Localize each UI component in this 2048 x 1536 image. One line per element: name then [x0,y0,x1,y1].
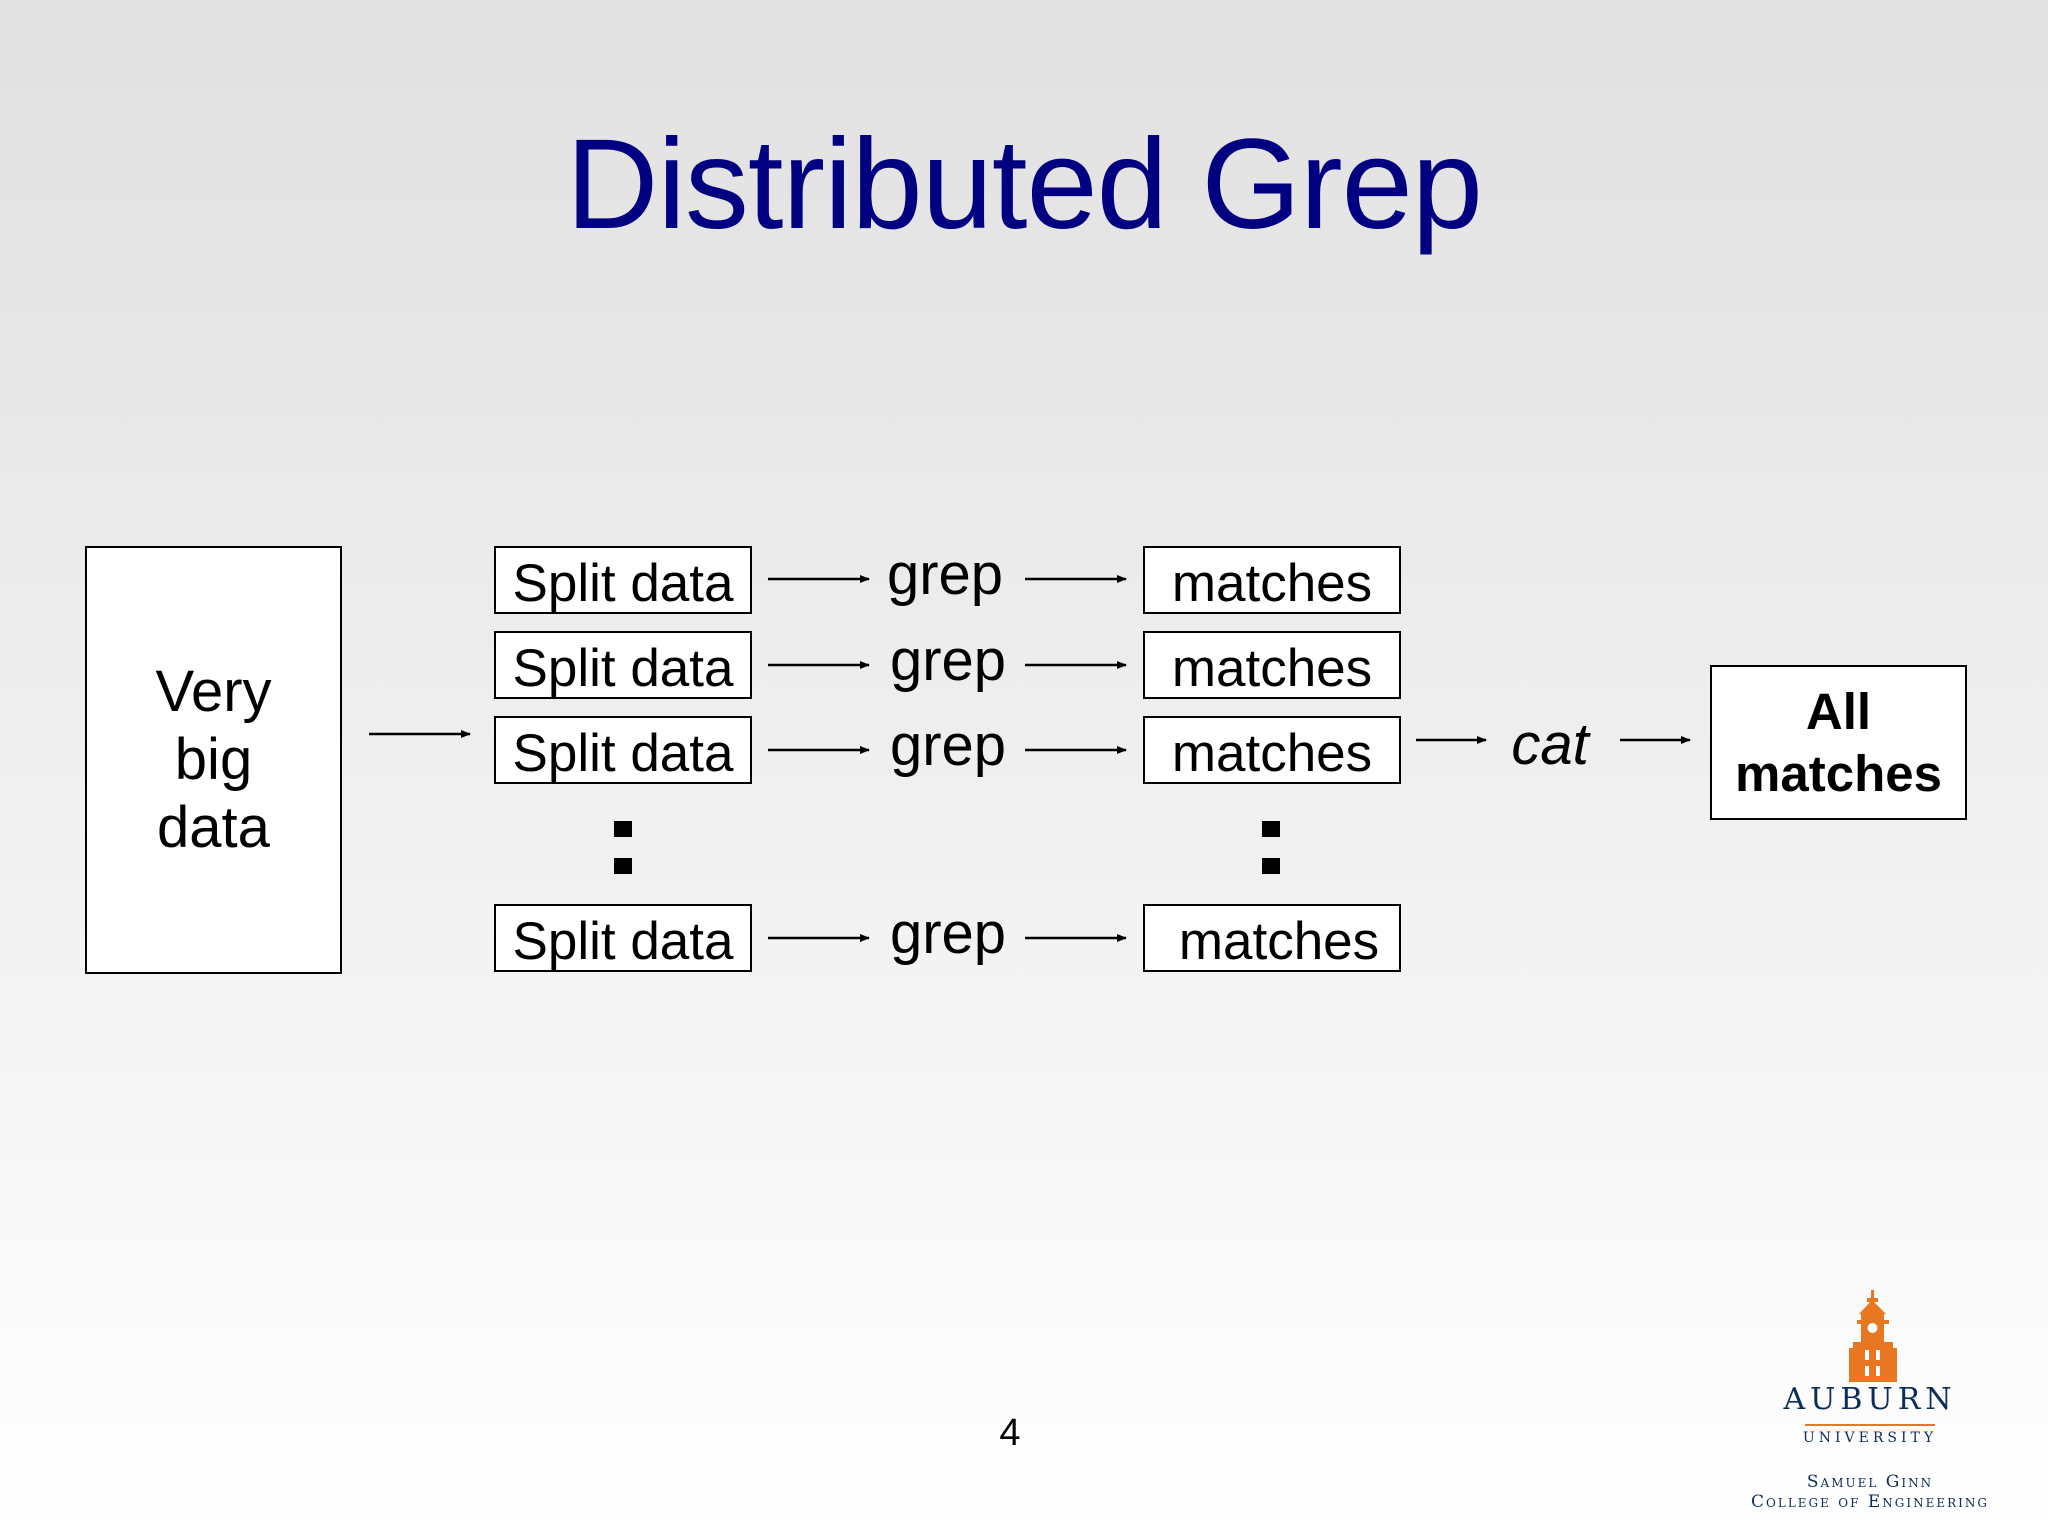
logo-subtitle: UNIVERSITY [1802,1430,1938,1446]
grep-label: grep [889,713,1007,778]
source-line-3: data [157,795,270,860]
matches-box: matches [1143,546,1401,614]
result-line-2: matches [1735,744,1942,802]
matches-box: matches [1143,716,1401,784]
matches-box: matches [1143,904,1401,972]
source-line-1: Very [155,659,272,724]
cat-label: cat [1511,712,1589,777]
page-number: 4 [999,1412,1021,1454]
tower-icon [1849,1290,1897,1382]
grep-label: grep [886,542,1004,607]
split-data-box: Split data [494,631,752,699]
source-line-2: big [174,727,253,792]
grep-label: grep [889,628,1007,693]
logo-divider [1805,1424,1935,1426]
split-data-label: Split data [512,638,734,698]
all-matches-box: All matches [1710,665,1967,820]
matches-label: matches [1171,638,1373,698]
matches-label: matches [1171,723,1373,783]
matches-label: matches [1178,911,1380,971]
split-data-label: Split data [512,911,734,971]
logo-college-line-2: College of Engineering [1751,1492,1989,1512]
source-data-box: Very big data [85,546,342,974]
split-data-box: Split data [494,546,752,614]
logo-college-line-1: Samuel Ginn [1806,1472,1934,1492]
auburn-logo: AUBURN UNIVERSITY Samuel Ginn College of… [1730,1290,2010,1520]
split-data-box: Split data [494,716,752,784]
split-data-box: Split data [494,904,752,972]
grep-label: grep [889,901,1007,966]
split-data-label: Split data [512,723,734,783]
matches-box: matches [1143,631,1401,699]
logo-name: AUBURN [1783,1382,1957,1417]
matches-label: matches [1171,553,1373,613]
result-line-1: All [1805,682,1872,740]
slide-title: Distributed Grep [566,113,1483,256]
split-data-label: Split data [512,553,734,613]
